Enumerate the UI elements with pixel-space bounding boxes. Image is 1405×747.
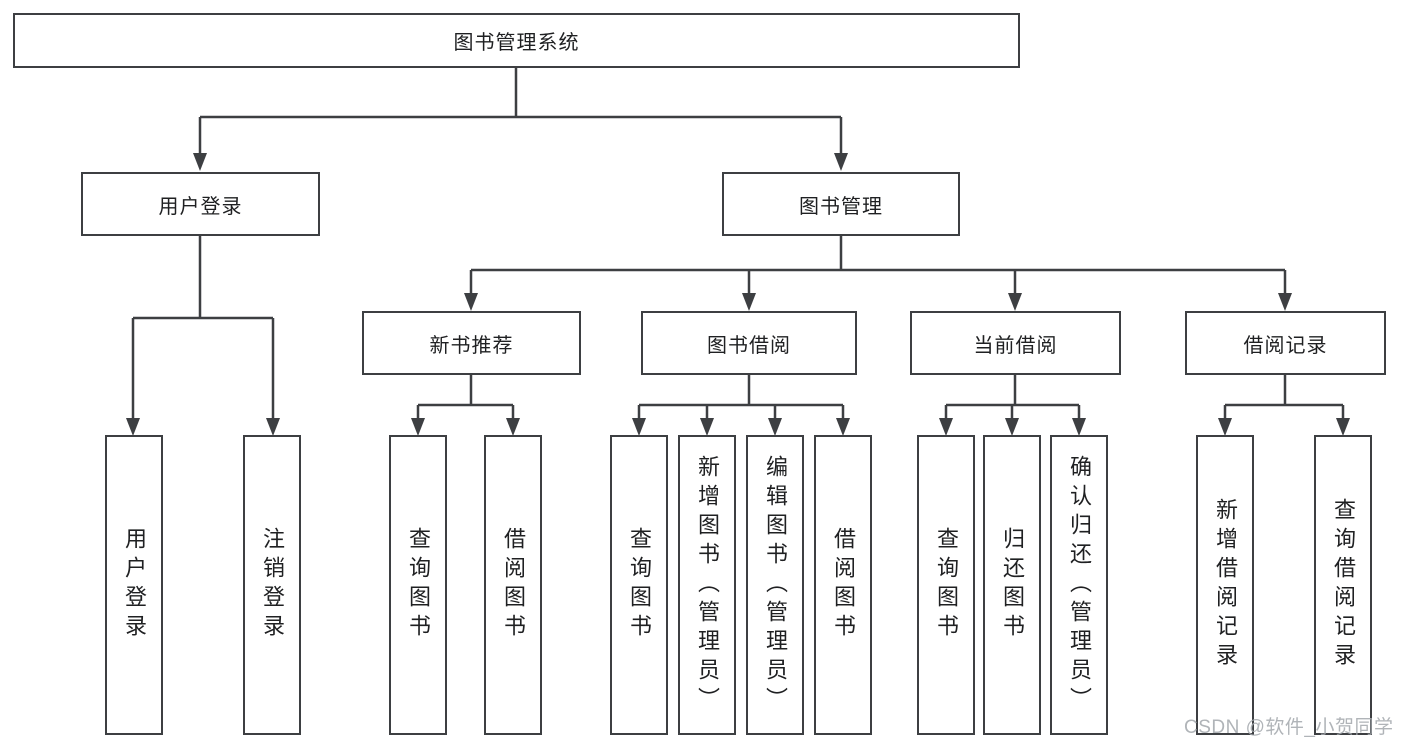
- leaf-box-logout: 注销登录: [243, 435, 301, 735]
- level2-label-new-book-recommend: 新书推荐: [429, 334, 514, 357]
- leaf-label-confirm-return-admin: 确认归还（管理员）: [1067, 454, 1092, 716]
- leaf-box-add-book-admin: 新增图书（管理员）: [678, 435, 736, 735]
- level2-box-new-book-recommend: 新书推荐: [362, 311, 581, 375]
- leaf-box-add-borrow-record: 新增借阅记录: [1196, 435, 1254, 735]
- leaf-label-query-books-1: 查询图书: [406, 527, 431, 643]
- level1-box-book-management: 图书管理: [722, 172, 960, 236]
- leaf-box-return-book: 归还图书: [983, 435, 1041, 735]
- leaf-box-query-books-1: 查询图书: [389, 435, 447, 735]
- leaf-box-borrow-books-1: 借阅图书: [484, 435, 542, 735]
- leaf-label-add-borrow-record: 新增借阅记录: [1213, 498, 1238, 672]
- leaf-label-query-borrow-record: 查询借阅记录: [1331, 498, 1356, 672]
- level2-label-borrow-records: 借阅记录: [1243, 334, 1328, 357]
- leaf-box-query-books-3: 查询图书: [917, 435, 975, 735]
- level2-box-borrow-records: 借阅记录: [1185, 311, 1386, 375]
- level2-box-current-borrow: 当前借阅: [910, 311, 1121, 375]
- arrowheads: [126, 153, 1350, 436]
- csdn-watermark: CSDN @软件_小贺同学: [1184, 717, 1394, 738]
- leaf-box-edit-book-admin: 编辑图书（管理员）: [746, 435, 804, 735]
- leaf-box-query-borrow-record: 查询借阅记录: [1314, 435, 1372, 735]
- level1-box-user-login: 用户登录: [81, 172, 320, 236]
- leaf-label-return-book: 归还图书: [1000, 527, 1025, 643]
- root-box-system: 图书管理系统: [13, 13, 1020, 68]
- leaf-box-user-login: 用户登录: [105, 435, 163, 735]
- leaf-label-logout: 注销登录: [260, 527, 285, 643]
- level2-box-book-borrow: 图书借阅: [641, 311, 857, 375]
- root-label: 图书管理系统: [453, 32, 580, 54]
- leaf-box-confirm-return-admin: 确认归还（管理员）: [1050, 435, 1108, 735]
- level2-label-current-borrow: 当前借阅: [973, 334, 1058, 357]
- leaf-label-edit-book-admin: 编辑图书（管理员）: [763, 454, 788, 716]
- leaf-label-borrow-books-2: 借阅图书: [831, 527, 856, 643]
- level2-label-book-borrow: 图书借阅: [707, 334, 791, 357]
- leaf-box-borrow-books-2: 借阅图书: [814, 435, 872, 735]
- leaf-label-user-login: 用户登录: [122, 527, 147, 643]
- connector-paths: [131, 68, 1345, 419]
- level1-label-user-login: 用户登录: [158, 195, 243, 218]
- leaf-label-query-books-3: 查询图书: [934, 527, 959, 643]
- leaf-label-query-books-2: 查询图书: [627, 527, 652, 643]
- leaf-box-query-books-2: 查询图书: [610, 435, 668, 735]
- leaf-label-borrow-books-1: 借阅图书: [501, 527, 526, 643]
- leaf-label-add-book-admin: 新增图书（管理员）: [695, 454, 720, 716]
- level1-label-book-management: 图书管理: [799, 195, 883, 218]
